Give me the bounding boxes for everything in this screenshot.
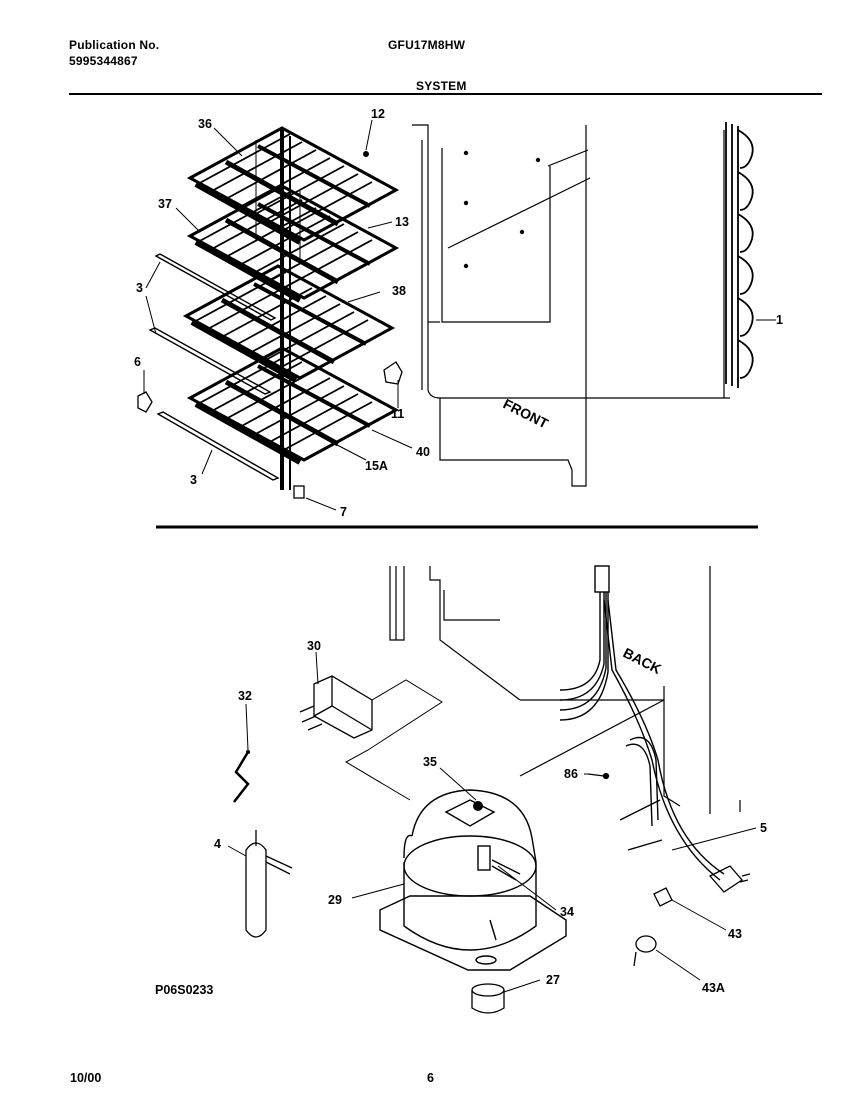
callout-86: 86 [564, 767, 578, 781]
callout-29: 29 [328, 893, 342, 907]
clip-6 [137, 391, 153, 413]
clip-11 [383, 361, 403, 385]
grommet-35 [473, 801, 483, 811]
power-plug [708, 865, 751, 893]
callout-3-lower: 3 [190, 473, 197, 487]
callout-27: 27 [546, 973, 560, 987]
model-number: GFU17M8HW [388, 38, 466, 52]
callout-13: 13 [395, 215, 409, 229]
top-leader-lines [143, 119, 413, 511]
callout-3-upper: 3 [136, 281, 143, 295]
callout-35: 35 [423, 755, 437, 769]
wiring-harness [559, 565, 725, 881]
shelf-rail-upper [148, 253, 280, 481]
callout-30: 30 [307, 639, 321, 653]
back-label: BACK [621, 644, 664, 677]
publication-label: Publication No. [69, 38, 160, 52]
publication-number: 5995344867 [69, 54, 138, 68]
callout-6: 6 [134, 355, 141, 369]
filter-drier [245, 830, 293, 938]
clip-43 [653, 887, 673, 907]
footer-page: 6 [427, 1071, 434, 1085]
clip-7 [293, 485, 305, 499]
callout-5: 5 [760, 821, 767, 835]
condenser-coil [725, 122, 754, 388]
callout-11: 11 [391, 407, 404, 421]
start-relay [299, 675, 373, 739]
section-title: SYSTEM [416, 79, 467, 93]
callout-43a: 43A [702, 981, 725, 995]
callout-7: 7 [340, 505, 347, 519]
callout-12: 12 [371, 107, 385, 121]
callout-32: 32 [238, 689, 252, 703]
callout-1: 1 [776, 313, 783, 327]
cabinet-interior [412, 124, 730, 487]
mounting-grommet [471, 983, 505, 1014]
riser-tubes [255, 130, 301, 490]
clamp-43a [633, 935, 657, 967]
callout-38: 38 [392, 284, 406, 298]
drawing-code: P06S0233 [155, 983, 213, 997]
bottom-leader-lines [227, 651, 757, 993]
overload-bracket [233, 751, 250, 803]
cabinet-back [389, 566, 741, 814]
callout-15a: 15A [365, 459, 388, 473]
callout-4: 4 [214, 837, 221, 851]
footer-date: 10/00 [70, 1071, 101, 1085]
part-12-dot [363, 151, 369, 157]
screw-86 [587, 772, 610, 780]
callout-43: 43 [728, 927, 742, 941]
callout-40: 40 [416, 445, 430, 459]
callout-37: 37 [158, 197, 172, 211]
front-label: FRONT [501, 395, 552, 431]
compressor [379, 789, 567, 971]
callout-34: 34 [560, 905, 574, 919]
callout-36: 36 [198, 117, 212, 131]
